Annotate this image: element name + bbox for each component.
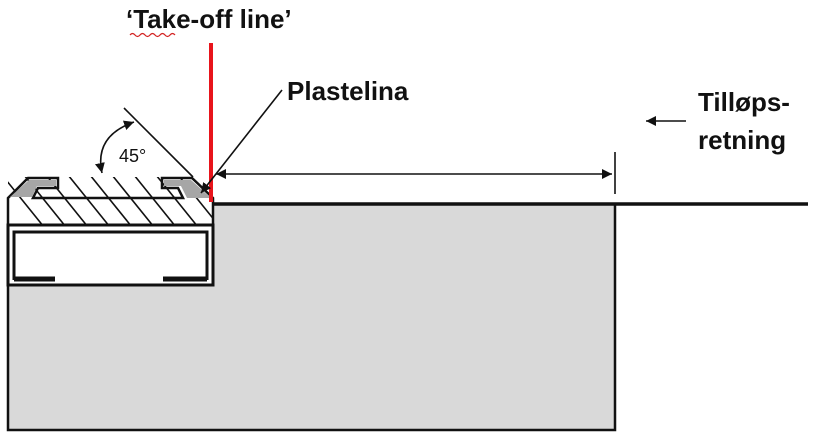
spellcheck-underline xyxy=(129,32,176,38)
angle-label: 45° xyxy=(119,146,146,166)
board-frame xyxy=(6,223,215,287)
ground-outline xyxy=(6,204,617,432)
take-off-line-label: ‘Take-off line’ xyxy=(126,4,292,34)
plasticine-strip xyxy=(164,180,211,198)
angle-arc xyxy=(95,120,135,174)
angle-reference-line xyxy=(123,107,194,178)
run-up-label-line2: retning xyxy=(698,125,786,155)
plastelina-label: Plastelina xyxy=(287,76,409,106)
left-recess xyxy=(10,180,56,197)
take-off-board xyxy=(6,176,215,227)
run-up-label-line1: Tilløps- xyxy=(698,87,790,117)
plastelina-pointer-arrow xyxy=(200,89,283,194)
